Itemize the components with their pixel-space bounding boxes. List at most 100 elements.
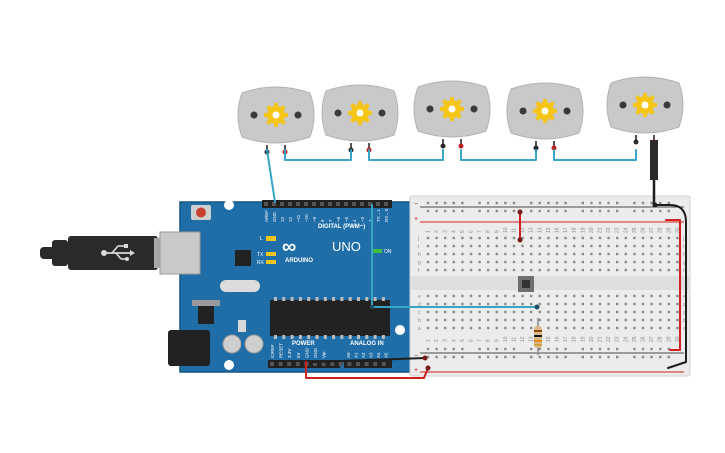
pin-label: ~3 bbox=[360, 216, 365, 222]
arduino-uno-board[interactable]: L TX RX ON ∞ ARDUINO UNO DIGITAL (PWM~) … bbox=[159, 200, 429, 373]
column-number: 4 bbox=[451, 339, 457, 342]
pin-label: A3 bbox=[369, 352, 374, 358]
brand-label: ARDUINO bbox=[285, 258, 313, 264]
mounting-hole bbox=[224, 360, 234, 370]
resistor[interactable] bbox=[534, 318, 542, 355]
column-number: 19 bbox=[580, 227, 586, 233]
motor-group bbox=[237, 76, 684, 155]
wire-5v[interactable] bbox=[305, 361, 429, 379]
mounting-hole bbox=[224, 200, 234, 210]
column-number: 8 bbox=[486, 230, 492, 233]
usb-cable bbox=[40, 236, 180, 270]
pin-label: GND bbox=[272, 211, 277, 222]
wire-rail-plus[interactable] bbox=[665, 219, 681, 351]
pin-label: ~10 bbox=[304, 214, 309, 222]
wire-motor1-motor2[interactable] bbox=[284, 149, 352, 161]
column-number: 30 bbox=[675, 336, 681, 342]
gear-icon bbox=[264, 103, 288, 127]
row-letter: j bbox=[682, 236, 684, 242]
column-number: 26 bbox=[641, 227, 647, 233]
wire-motor2-motor3[interactable] bbox=[368, 149, 444, 161]
pin-label: A0 bbox=[346, 352, 351, 358]
pin-label: RESET bbox=[279, 343, 284, 358]
led-l bbox=[266, 236, 276, 241]
column-number: 14 bbox=[537, 227, 543, 233]
column-number: 20 bbox=[589, 227, 595, 233]
pin-label: 7 bbox=[328, 219, 333, 222]
led-rx-label: RX bbox=[257, 260, 265, 266]
column-number: 18 bbox=[572, 336, 578, 342]
column-number: 1 bbox=[426, 339, 432, 342]
rail-plus-label: + bbox=[414, 216, 418, 223]
row-letter: a bbox=[418, 326, 421, 332]
pin-label: AREF bbox=[264, 210, 269, 222]
arduino-logo-icon: ∞ bbox=[282, 236, 296, 258]
digital-header bbox=[262, 200, 392, 208]
dc-motor[interactable] bbox=[321, 84, 399, 153]
gear-icon bbox=[440, 97, 464, 121]
column-number: 6 bbox=[469, 339, 475, 342]
wire-pin13-motor1[interactable] bbox=[266, 149, 276, 203]
row-letter: g bbox=[418, 260, 421, 266]
column-number: 21 bbox=[598, 227, 604, 233]
row-letter: c bbox=[418, 310, 421, 316]
capacitor bbox=[244, 334, 264, 354]
wire-motor3-motor4[interactable] bbox=[460, 149, 537, 161]
capacitor bbox=[222, 334, 242, 354]
pin-label: RX←0 bbox=[384, 208, 389, 222]
gear-icon bbox=[633, 93, 657, 117]
pin-label: 8 bbox=[320, 219, 325, 222]
column-number: 23 bbox=[615, 227, 621, 233]
column-number: 25 bbox=[632, 336, 638, 342]
dc-motor[interactable] bbox=[506, 82, 584, 151]
led-on-label: ON bbox=[384, 249, 392, 255]
column-number: 15 bbox=[546, 227, 552, 233]
row-letter: e bbox=[683, 294, 686, 300]
column-number: 9 bbox=[494, 230, 500, 233]
row-letter: a bbox=[683, 326, 686, 332]
led-l-label: L bbox=[260, 236, 263, 242]
row-letter: d bbox=[418, 302, 421, 308]
atmega-chip bbox=[270, 300, 390, 336]
column-number: 13 bbox=[529, 336, 535, 342]
pin-label: ~6 bbox=[336, 216, 341, 222]
breadboard[interactable]: − + − + 11223344556677889910101111121213… bbox=[409, 195, 691, 377]
column-number: 7 bbox=[477, 230, 483, 233]
wire-rail-gnd[interactable] bbox=[654, 204, 687, 369]
digital-label: DIGITAL (PWM~) bbox=[318, 224, 365, 230]
push-button[interactable] bbox=[518, 276, 534, 292]
reset-button[interactable] bbox=[191, 205, 211, 220]
dc-motor[interactable] bbox=[606, 76, 684, 145]
usb-icon bbox=[101, 244, 135, 261]
column-number: 1 bbox=[426, 230, 432, 233]
row-letter: i bbox=[683, 244, 684, 250]
dc-motor[interactable] bbox=[413, 80, 491, 149]
column-number: 24 bbox=[623, 336, 629, 342]
pin-label: IOREF bbox=[270, 344, 275, 358]
model-label: UNO bbox=[332, 239, 361, 254]
wire-gnd[interactable] bbox=[312, 357, 426, 363]
pin-label: ~9 bbox=[312, 216, 317, 222]
pin-label: Vin bbox=[322, 351, 327, 358]
pin-label: A5 bbox=[384, 352, 389, 358]
pin-label: ~5 bbox=[344, 216, 349, 222]
gear-icon bbox=[533, 99, 557, 123]
column-number: 10 bbox=[503, 336, 509, 342]
column-number: 23 bbox=[615, 336, 621, 342]
column-number: 18 bbox=[572, 227, 578, 233]
column-number: 21 bbox=[598, 336, 604, 342]
column-number: 22 bbox=[606, 336, 612, 342]
column-number: 8 bbox=[486, 339, 492, 342]
pin-label: ~11 bbox=[296, 214, 301, 222]
column-number: 7 bbox=[477, 339, 483, 342]
column-number: 30 bbox=[675, 227, 681, 233]
pin-label: 12 bbox=[288, 216, 293, 222]
column-number: 27 bbox=[649, 227, 655, 233]
column-number: 24 bbox=[623, 227, 629, 233]
crystal bbox=[220, 280, 260, 292]
dc-motor[interactable] bbox=[237, 86, 315, 155]
wire-motor4-motor5[interactable] bbox=[553, 149, 637, 161]
column-number: 5 bbox=[460, 339, 466, 342]
column-number: 12 bbox=[520, 227, 526, 233]
